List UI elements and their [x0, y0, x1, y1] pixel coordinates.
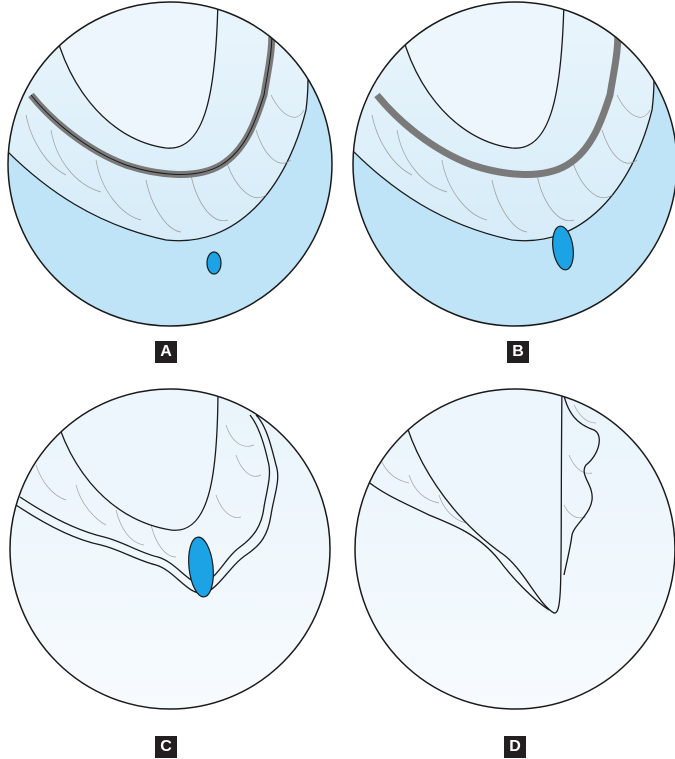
panel-b-illustration	[352, 0, 675, 334]
panel-c-illustration	[6, 385, 340, 719]
panel-label-c: C	[155, 736, 177, 758]
highlight-oval	[207, 252, 221, 274]
panel-label-a: A	[155, 341, 177, 363]
panel-label-b: B	[507, 341, 529, 363]
panel-a-illustration	[6, 0, 340, 334]
panel-d-illustration	[354, 385, 675, 719]
panel-label-d: D	[504, 736, 526, 758]
